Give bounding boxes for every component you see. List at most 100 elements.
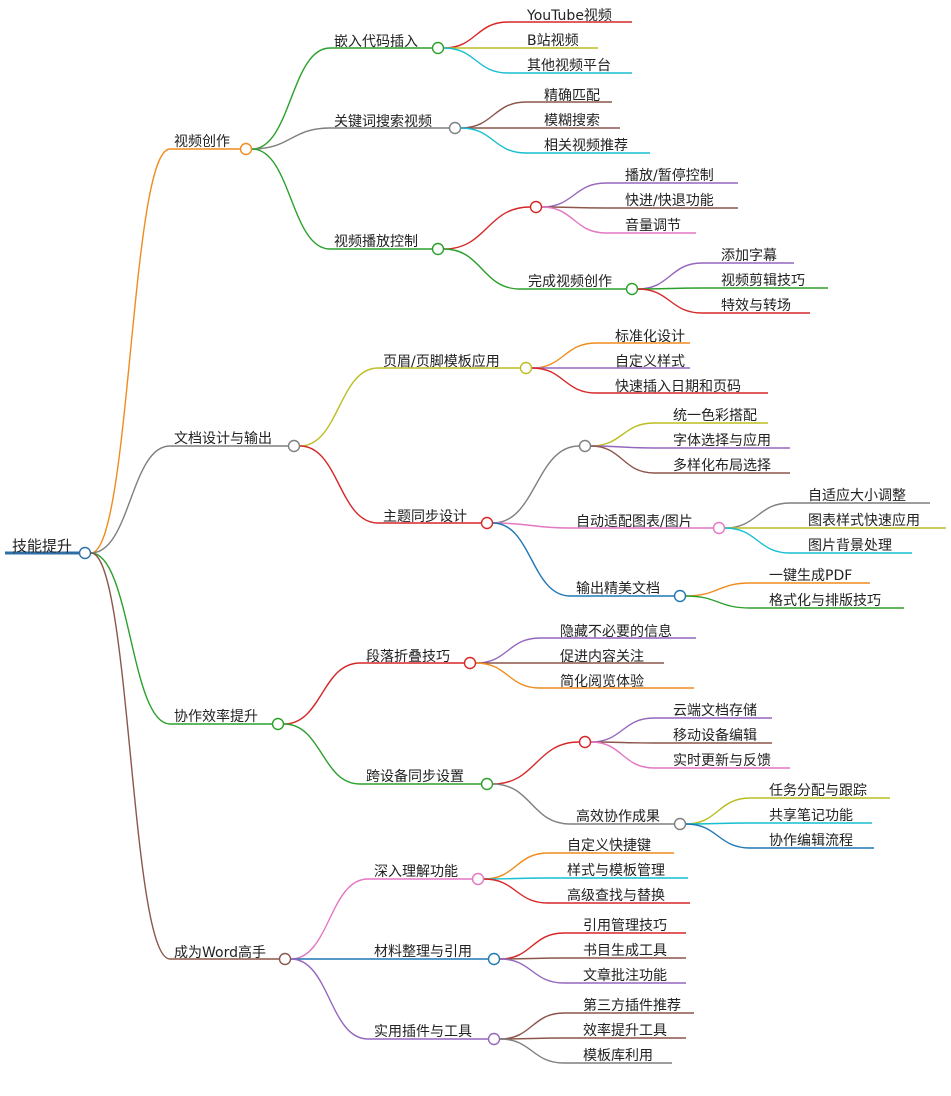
node-label-一键生成PDF[interactable]: 一键生成PDF <box>769 568 852 584</box>
node-label-相关视频推荐[interactable]: 相关视频推荐 <box>544 138 628 154</box>
node-label-自定义样式[interactable]: 自定义样式 <box>615 354 685 370</box>
node-label-嵌入代码插入[interactable]: 嵌入代码插入 <box>334 34 418 50</box>
node-label-简化阅览体验[interactable]: 简化阅览体验 <box>560 673 644 690</box>
edge-成为Word高手 <box>90 552 171 960</box>
node-toggle-文档设计与输出[interactable] <box>287 439 301 453</box>
node-label-任务分配与跟踪[interactable]: 任务分配与跟踪 <box>769 783 867 799</box>
node-label-高级查找与替换[interactable]: 高级查找与替换 <box>567 887 665 904</box>
node-label-快速插入日期和页码[interactable]: 快速插入日期和页码 <box>615 379 741 395</box>
node-label-云端文档存储[interactable]: 云端文档存储 <box>673 703 757 719</box>
node-label-YouTube视频[interactable]: YouTube视频 <box>526 8 612 24</box>
node-label-样式与模板管理[interactable]: 样式与模板管理 <box>567 863 665 879</box>
node-label-自定义快捷键[interactable]: 自定义快捷键 <box>567 838 651 854</box>
node-label-书目生成工具[interactable]: 书目生成工具 <box>583 943 667 959</box>
node-toggle-视频创作[interactable] <box>239 142 253 156</box>
node-label-高效协作成果[interactable]: 高效协作成果 <box>576 808 660 825</box>
node-toggle-自动适配图表-图片[interactable] <box>712 521 726 535</box>
node-label-移动设备编辑[interactable]: 移动设备编辑 <box>673 727 757 744</box>
node-label-完成视频创作[interactable]: 完成视频创作 <box>528 274 612 290</box>
edge-junction <box>492 445 580 524</box>
node-label-其他视频平台[interactable]: 其他视频平台 <box>527 58 611 74</box>
edge-其他视频平台 <box>443 47 509 74</box>
edge-高级查找与替换 <box>483 878 549 904</box>
node-label-音量调节[interactable]: 音量调节 <box>625 217 681 234</box>
node-label-统一色彩搭配[interactable]: 统一色彩搭配 <box>673 407 757 424</box>
node-toggle-段落折叠技巧[interactable] <box>463 656 477 670</box>
node-label-字体选择与应用[interactable]: 字体选择与应用 <box>673 432 771 449</box>
node-toggle-成为Word高手[interactable] <box>278 952 292 966</box>
node-label-段落折叠技巧[interactable]: 段落折叠技巧 <box>366 649 450 665</box>
node-label-多样化布局选择[interactable]: 多样化布局选择 <box>673 457 771 474</box>
root-label[interactable]: 技能提升 <box>12 537 72 555</box>
node-label-深入理解功能[interactable]: 深入理解功能 <box>374 864 458 880</box>
node-toggle-嵌入代码插入[interactable] <box>431 41 445 55</box>
node-label-跨设备同步设置[interactable]: 跨设备同步设置 <box>366 768 464 785</box>
node-label-隐藏不必要的信息[interactable]: 隐藏不必要的信息 <box>560 623 672 640</box>
node-label-材料整理与引用[interactable]: 材料整理与引用 <box>374 944 472 960</box>
node-toggle-junction[interactable] <box>578 439 592 453</box>
edge-播放-暂停控制 <box>541 182 607 208</box>
node-label-自动适配图表-图片[interactable]: 自动适配图表/图片 <box>576 514 693 530</box>
node-toggle-协作效率提升[interactable] <box>271 717 285 731</box>
node-label-实用插件与工具[interactable]: 实用插件与工具 <box>374 1024 472 1040</box>
node-label-特效与转场[interactable]: 特效与转场 <box>721 298 791 314</box>
node-label-标准化设计[interactable]: 标准化设计 <box>615 329 685 345</box>
node-label-视频播放控制[interactable]: 视频播放控制 <box>334 234 418 250</box>
node-toggle-视频播放控制[interactable] <box>431 242 445 256</box>
node-label-快进-快退功能[interactable]: 快进/快退功能 <box>625 193 714 209</box>
edge-协作效率提升 <box>90 552 171 725</box>
node-toggle-深入理解功能[interactable] <box>471 872 485 886</box>
edge-隐藏不必要的信息 <box>475 637 541 664</box>
node-toggle-完成视频创作[interactable] <box>625 282 639 296</box>
node-label-效率提升工具[interactable]: 效率提升工具 <box>583 1022 667 1039</box>
edge-快速插入日期和页码 <box>531 367 597 394</box>
edge-特效与转场 <box>637 288 703 314</box>
node-toggle-junction[interactable] <box>578 735 592 749</box>
node-label-B站视频[interactable]: B站视频 <box>527 33 579 49</box>
node-label-精确匹配[interactable]: 精确匹配 <box>544 88 600 104</box>
edge-音量调节 <box>541 206 607 234</box>
node-toggle-junction[interactable] <box>529 200 543 214</box>
node-toggle-关键词搜索视频[interactable] <box>448 121 462 135</box>
mindmap-nodes: 技能提升 视频创作 嵌入代码插入 YouTube视频 B站视频其他视频平台关键词搜索视频… <box>12 8 920 1064</box>
node-label-图表样式快速应用[interactable]: 图表样式快速应用 <box>808 512 920 529</box>
node-label-主题同步设计[interactable]: 主题同步设计 <box>383 509 467 525</box>
node-label-播放-暂停控制[interactable]: 播放/暂停控制 <box>625 167 714 184</box>
node-label-引用管理技巧[interactable]: 引用管理技巧 <box>583 918 667 934</box>
node-label-关键词搜索视频[interactable]: 关键词搜索视频 <box>334 113 432 130</box>
node-label-图片背景处理[interactable]: 图片背景处理 <box>808 538 892 554</box>
node-label-文档设计与输出[interactable]: 文档设计与输出 <box>174 431 272 447</box>
node-toggle-高效协作成果[interactable] <box>673 817 687 831</box>
node-toggle-实用插件与工具[interactable] <box>487 1032 501 1046</box>
node-label-格式化与排版技巧[interactable]: 格式化与排版技巧 <box>769 593 881 609</box>
node-toggle-页眉-页脚模板应用[interactable] <box>519 361 533 375</box>
node-label-添加字幕[interactable]: 添加字幕 <box>721 248 777 264</box>
edge-页眉-页脚模板应用 <box>299 367 379 447</box>
node-label-协作效率提升[interactable]: 协作效率提升 <box>174 708 258 725</box>
node-label-促进内容关注[interactable]: 促进内容关注 <box>560 648 644 665</box>
node-label-自适应大小调整[interactable]: 自适应大小调整 <box>808 487 906 504</box>
node-label-协作编辑流程[interactable]: 协作编辑流程 <box>769 833 853 849</box>
node-label-文章批注功能[interactable]: 文章批注功能 <box>583 967 667 984</box>
edge-相关视频推荐 <box>460 127 527 154</box>
node-label-视频剪辑技巧[interactable]: 视频剪辑技巧 <box>721 273 805 289</box>
node-label-模板库利用[interactable]: 模板库利用 <box>583 1048 653 1064</box>
node-label-页眉-页脚模板应用[interactable]: 页眉/页脚模板应用 <box>383 353 500 370</box>
node-toggle-root[interactable] <box>78 546 92 560</box>
node-label-模糊搜索[interactable]: 模糊搜索 <box>544 112 600 129</box>
edge-段落折叠技巧 <box>283 662 361 725</box>
edge-引用管理技巧 <box>499 932 565 960</box>
node-label-成为Word高手[interactable]: 成为Word高手 <box>174 944 266 961</box>
node-label-第三方插件推荐[interactable]: 第三方插件推荐 <box>583 997 681 1014</box>
node-toggle-输出精美文档[interactable] <box>673 589 687 603</box>
node-label-视频创作[interactable]: 视频创作 <box>174 134 230 150</box>
node-label-输出精美文档[interactable]: 输出精美文档 <box>576 581 660 597</box>
node-toggle-跨设备同步设置[interactable] <box>480 777 494 791</box>
node-toggle-材料整理与引用[interactable] <box>487 952 501 966</box>
node-toggle-主题同步设计[interactable] <box>480 516 494 530</box>
node-label-实时更新与反馈[interactable]: 实时更新与反馈 <box>673 753 771 769</box>
edge-标准化设计 <box>531 342 597 369</box>
node-label-共享笔记功能[interactable]: 共享笔记功能 <box>769 807 853 824</box>
edge-协作编辑流程 <box>685 823 751 849</box>
